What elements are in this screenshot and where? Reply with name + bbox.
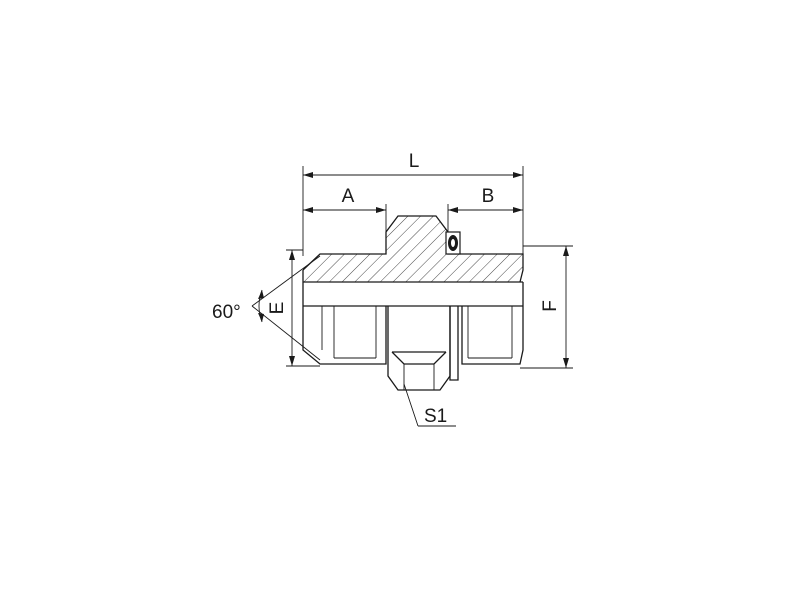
bore-band [302,281,524,307]
dimension-L: L [302,151,524,256]
label-A: A [342,186,355,207]
o-ring-groove [445,231,461,255]
label-F: F [540,300,561,312]
right-thread-lower [449,306,524,381]
label-L: L [409,151,420,172]
dimension-E: E [267,249,320,367]
label-S1: S1 [424,406,447,427]
dimension-cone-angle: 60° [212,255,321,361]
left-thread-lower [302,306,387,365]
section-hatched-body [302,215,524,283]
dimension-A: A [303,186,387,252]
label-cone-angle: 60° [212,302,241,323]
dimension-B: B [447,186,523,232]
dimension-S1: S1 [403,383,456,427]
label-E: E [267,302,288,315]
label-B: B [482,186,495,207]
dimension-F: F [520,245,573,369]
hex-body [387,306,451,391]
